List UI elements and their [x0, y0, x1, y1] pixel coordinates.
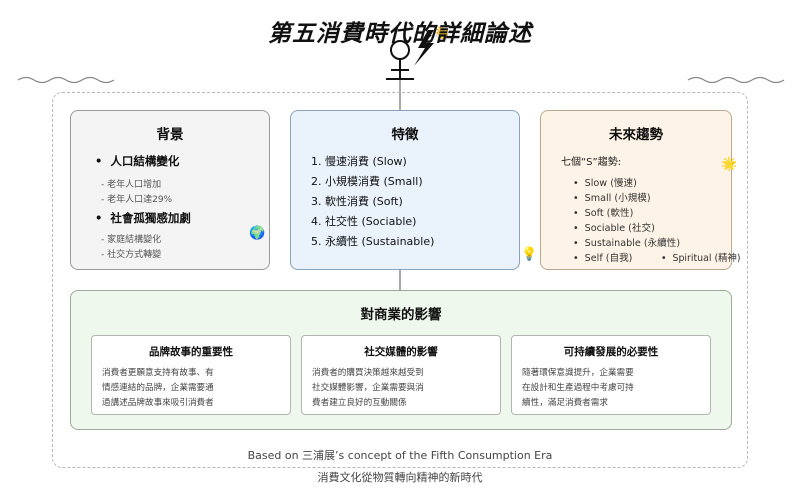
page-title: 第五消費時代的詳細論述 [268, 21, 532, 47]
impact-title: 對商業的影響 [360, 307, 442, 323]
lightbulb-icon: 💡 [521, 247, 538, 262]
feature-item-3: 3. 軟性消費 (Soft) [311, 195, 403, 208]
features-card: 特徵 1. 慢速消費 (Slow) 2. 小規模消費 (Small) 3. 軟性… [290, 110, 537, 270]
impact-card-2-line-2: 社交媒體影響，企業需要與消 [312, 383, 424, 393]
diagram-frame [52, 92, 748, 468]
future-item-5: Sustainable (永續性) [573, 235, 680, 249]
background-group-1-item-1: 老年人口增加 [101, 177, 161, 190]
feature-item-5: 5. 永續性 (Sustainable) [311, 235, 435, 248]
wavy-line-right [687, 76, 785, 84]
impact-card-3-title: 可持續發展的必要性 [563, 346, 659, 358]
background-title: 背景 [156, 127, 184, 143]
impact-card-1-title: 品牌故事的重要性 [149, 346, 233, 358]
background-group-1-item-2: 老年人口達29% [101, 192, 172, 205]
background-group-2-item-2: 社交方式轉變 [101, 247, 161, 260]
impact-card-3-line-2: 在設計和生產過程中考慮可持 [522, 383, 634, 393]
future-trends-card: 未來趨勢 七個“S”趨勢: Slow (慢速) Small (小規模) Soft… [540, 110, 741, 270]
future-item-4: Sociable (社交) [573, 220, 655, 234]
features-title: 特徵 [391, 127, 419, 143]
globe-icon: 🌍 [249, 226, 266, 241]
footer-tagline: 消費文化從物質轉向精神的新時代 [317, 471, 483, 484]
footer-credit: Based on 三浦展’s concept of the Fifth Cons… [247, 449, 553, 462]
background-group-2-label: 社會孤獨感加劇 [95, 210, 191, 226]
background-card: 背景 人口結構變化 老年人口增加 老年人口達29% 社會孤獨感加劇 家庭結構變化… [70, 110, 270, 270]
impact-card-1-line-2: 情感連結的品牌，企業需要通 [102, 383, 214, 393]
future-subtitle: 七個“S”趨勢: [561, 157, 622, 168]
impact-card-sustainability: 可持續發展的必要性 隨著環保意識提升，企業需要 在設計和生產過程中考慮可持 續性… [511, 335, 711, 415]
wavy-line-left [17, 76, 115, 84]
impact-card-3-line-3: 續性，滿足消費者需求 [522, 398, 608, 408]
impact-card-2-body: 消費者的購買決策越來越受到 社交媒體影響，企業需要與消 費者建立良好的互動關係 [312, 366, 490, 411]
feature-item-4: 4. 社交性 (Sociable) [311, 215, 417, 228]
impact-card-2-line-3: 費者建立良好的互動關係 [312, 398, 407, 408]
impact-card-2-title: 社交媒體的影響 [364, 346, 438, 358]
impact-card-1-body: 消費者更願意支持有故事、有 情感連結的品牌，企業需要通 過講述品牌故事來吸引消費… [102, 366, 280, 411]
sparkle-icon: 🌟 [721, 157, 738, 172]
future-item-1: Slow (慢速) [573, 175, 637, 189]
background-group-1-label: 人口結構變化 [95, 153, 179, 169]
hand-wave-icon: 👋 [434, 26, 451, 41]
impact-card-1-line-3: 過講述品牌故事來吸引消費者 [102, 398, 214, 408]
impact-card-brand-story: 品牌故事的重要性 消費者更願意支持有故事、有 情感連結的品牌，企業需要通 過講述… [91, 335, 291, 415]
future-title: 未來趨勢 [609, 127, 663, 143]
feature-item-1: 1. 慢速消費 (Slow) [311, 155, 407, 168]
impact-card-3-line-1: 隨著環保意識提升，企業需要 [522, 368, 634, 378]
feature-item-2: 2. 小規模消費 (Small) [311, 175, 423, 188]
future-item-2: Small (小規模) [573, 190, 651, 204]
future-item-7: Spiritual (精神) [661, 250, 741, 264]
impact-card-1-line-1: 消費者更願意支持有故事、有 [102, 368, 214, 378]
future-item-3: Soft (軟性) [573, 205, 634, 219]
background-group-2-item-1: 家庭結構變化 [101, 232, 161, 245]
impact-card-3-body: 隨著環保意識提升，企業需要 在設計和生產過程中考慮可持 續性，滿足消費者需求 [522, 366, 700, 411]
impact-card-social-media: 社交媒體的影響 消費者的購買決策越來越受到 社交媒體影響，企業需要與消 費者建立… [301, 335, 501, 415]
future-item-6: Self (自我) [573, 250, 633, 264]
impact-card-2-line-1: 消費者的購買決策越來越受到 [312, 368, 424, 378]
business-impact-card: 對商業的影響 品牌故事的重要性 消費者更願意支持有故事、有 情感連結的品牌，企業… [70, 290, 732, 430]
